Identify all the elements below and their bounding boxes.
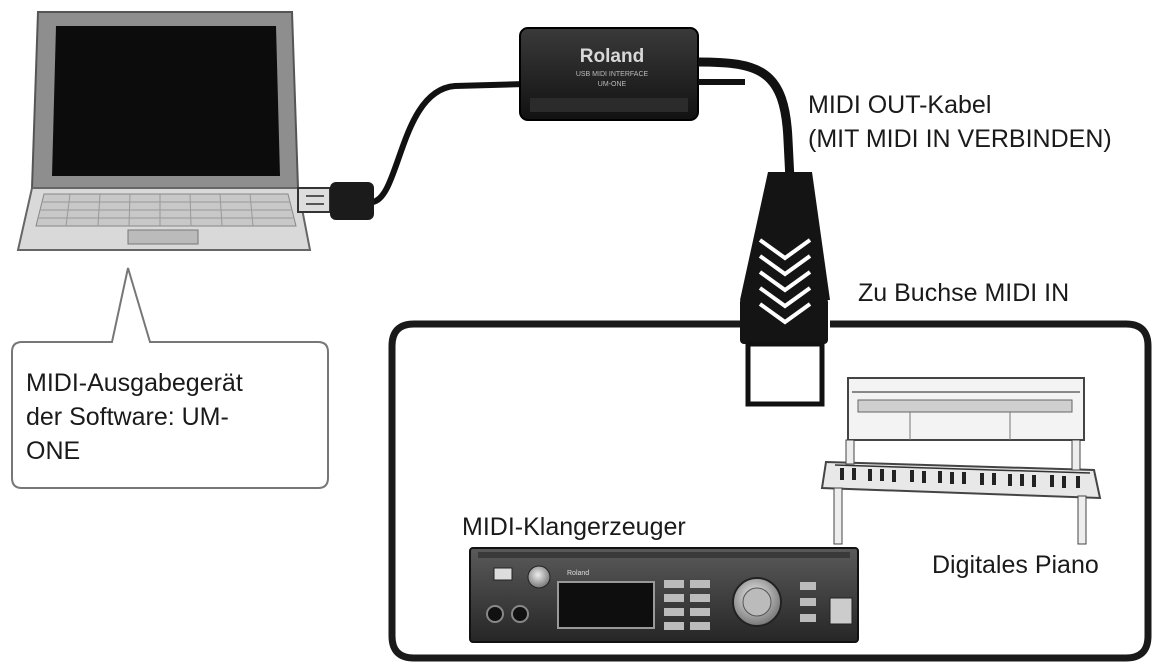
interface-line2: UM-ONE: [598, 81, 627, 88]
usb-cable: [297, 81, 526, 220]
label-connect-midi-in: (MIT MIDI IN VERBINDEN): [808, 125, 1112, 153]
label-digital-piano: Digitales Piano: [932, 551, 1099, 579]
label-midi-out-cable: MIDI OUT-Kabel: [808, 91, 992, 119]
midi-out-cable: [697, 57, 830, 407]
laptop-icon: [16, 11, 312, 251]
interface-brand: Roland: [580, 46, 644, 67]
label-sound-module: MIDI-Klangerzeuger: [462, 513, 686, 541]
midi-interface-box: Roland USB MIDI INTERFACE UM-ONE: [519, 27, 699, 121]
callout-bubble: [11, 267, 329, 489]
label-software-output-device: MIDI-Ausgabegerät der Software: UM- ONE: [26, 369, 243, 465]
device-frame: [388, 320, 1152, 662]
interface-line1: USB MIDI INTERFACE: [576, 71, 649, 78]
label-to-midi-in-jack: Zu Buchse MIDI IN: [858, 279, 1070, 307]
sound-module-brand: Roland: [567, 570, 589, 577]
digital-piano-icon: [820, 377, 1102, 545]
sound-module-icon: Roland: [469, 547, 859, 643]
